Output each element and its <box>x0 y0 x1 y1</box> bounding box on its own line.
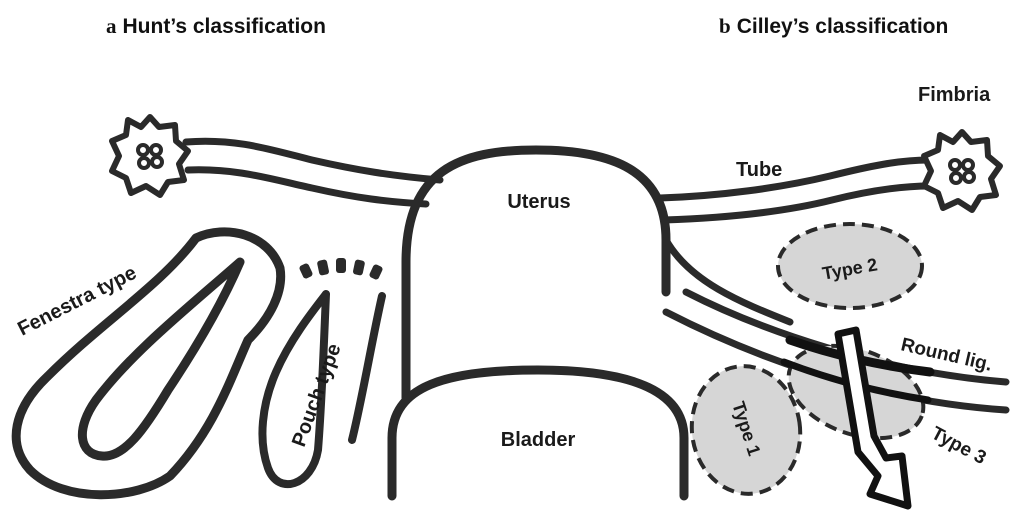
tube-label: Tube <box>736 159 782 181</box>
fenestra-type-label: Fenestra type <box>14 262 140 341</box>
left-fimbria-icon <box>112 117 188 195</box>
fenestra-outer-outline <box>16 232 281 495</box>
bladder-label: Bladder <box>501 429 576 451</box>
type3-label: Type 3 <box>928 423 990 469</box>
right-fimbria-icon <box>924 132 1000 210</box>
uterus-label: Uterus <box>507 191 570 213</box>
fimbria-label: Fimbria <box>918 84 991 106</box>
pouch-opening-dashes <box>299 258 384 280</box>
pouch-outline <box>352 296 382 440</box>
right-tube-outline <box>664 186 930 220</box>
uterus-outline <box>406 150 666 398</box>
